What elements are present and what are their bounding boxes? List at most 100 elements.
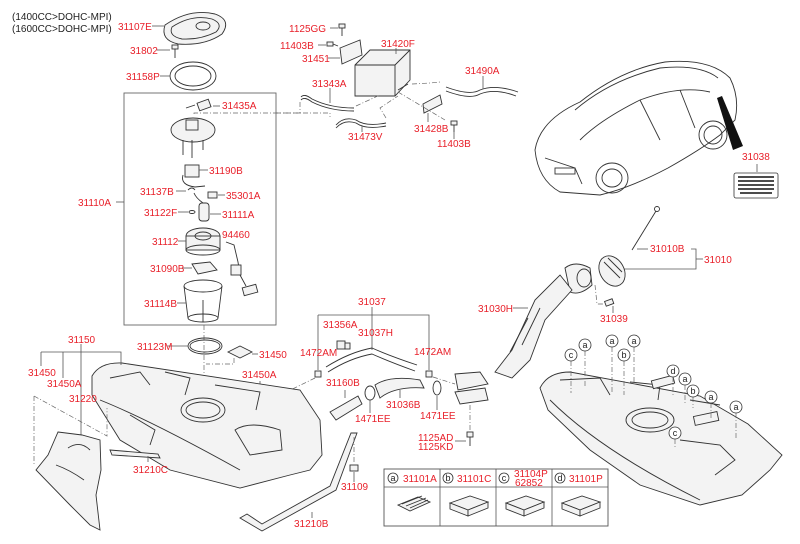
- label-31010B: 31010B: [650, 244, 685, 255]
- legend-part-31101P: 31101P: [569, 474, 603, 485]
- part-31160B-pipe: [329, 395, 363, 421]
- part-31450-cover-right: [226, 345, 254, 359]
- label-31490A: 31490A: [465, 66, 500, 77]
- part-31158P-plate: [169, 61, 217, 91]
- part-pump-flange: [170, 117, 216, 158]
- part-filler-neck-lower: [454, 371, 489, 405]
- callout-letter-c: c: [569, 350, 574, 360]
- part-31490A-hose: [445, 86, 519, 97]
- part-31435A-connector: [185, 98, 212, 112]
- part-1472AM-clamp-right: [425, 370, 433, 378]
- label-31450-left: 31450: [28, 368, 56, 379]
- label-1472AM-left: 1472AM: [300, 348, 337, 359]
- callout-circle-a: [729, 400, 743, 414]
- label-31450A-left: 31450A: [47, 379, 82, 390]
- part-35301A-regulator: [207, 191, 218, 199]
- label-11403B-top: 11403B: [280, 41, 314, 52]
- callout-letter-a: a: [609, 336, 614, 346]
- part-31473V-hose: [335, 118, 387, 129]
- label-31037: 31037: [358, 297, 386, 308]
- label-31036B: 31036B: [386, 400, 421, 411]
- callout-letter-a: a: [733, 402, 738, 412]
- label-31112: 31112: [152, 237, 179, 248]
- label-1125AD: 1125AD: [418, 433, 453, 444]
- fuel-door-pointer: [717, 96, 743, 150]
- part-31122F-oring: [188, 210, 196, 214]
- label-31210C: 31210C: [133, 465, 168, 476]
- pad-legend-table: a 31101A b 31101C c 31104P 62852 d 31101…: [383, 468, 609, 527]
- part-31220-heat-shield: [35, 431, 102, 531]
- part-31036B-hose: [374, 377, 425, 399]
- label-31137B: 31137B: [140, 187, 174, 198]
- label-31107E: 31107E: [118, 22, 152, 33]
- legend-cell-c: c 31104P 62852: [498, 469, 548, 517]
- label-31010: 31010: [704, 255, 732, 266]
- label-31210B: 31210B: [294, 519, 329, 530]
- label-31220: 31220: [69, 394, 97, 405]
- part-1125GG-bolt: [338, 23, 346, 36]
- part-31114B-reservoir: [183, 279, 223, 323]
- part-31037H-hose: [325, 347, 418, 373]
- label-31039: 31039: [600, 314, 628, 325]
- callout-circle-a: [704, 390, 718, 404]
- legend-part-62852: 62852: [515, 478, 543, 489]
- part-94460-level-sender: [225, 241, 259, 297]
- engine-note-1400cc: (1400CC>DOHC-MPI): [12, 12, 112, 23]
- callout-circle-a: [605, 334, 619, 348]
- callout-letter-c: c: [673, 428, 678, 438]
- legend-cell-a: a 31101A: [387, 472, 437, 512]
- part-31038-fuel-label: [733, 172, 779, 199]
- callout-letter-a: a: [708, 392, 713, 402]
- callout-circle-a: [627, 334, 641, 348]
- label-1125KD: 1125KD: [418, 442, 453, 453]
- callout-letter-a: a: [682, 374, 687, 384]
- part-11403B-bolt-bottom: [450, 120, 458, 132]
- part-31356A-clip: [336, 340, 351, 350]
- callout-circle-c: [564, 348, 578, 362]
- part-31010-fuel-cap: [598, 255, 626, 287]
- legend-key-c: c: [502, 473, 507, 483]
- part-fuel-tank-left: [91, 362, 323, 489]
- label-31420F: 31420F: [381, 39, 415, 50]
- callout-circle-b: [686, 384, 700, 398]
- part-11403B-bolt-top: [326, 41, 339, 47]
- part-31210B-strap: [239, 432, 358, 532]
- engine-note-1600cc: (1600CC>DOHC-MPI): [12, 24, 112, 35]
- label-31090B: 31090B: [150, 264, 185, 275]
- label-1471EE-right: 1471EE: [420, 411, 456, 422]
- callout-circle-a: [678, 372, 692, 386]
- legend-key-a: a: [390, 473, 395, 483]
- callout-circle-c: [668, 426, 682, 440]
- part-1125AD-bolt: [466, 431, 474, 446]
- label-1472AM-right: 1472AM: [414, 347, 451, 358]
- callout-letter-d: d: [670, 366, 675, 376]
- label-31451: 31451: [302, 54, 330, 65]
- label-31038: 31038: [742, 152, 770, 163]
- label-94460: 94460: [222, 230, 250, 241]
- legend-part-31104P: 31104P: [514, 469, 548, 480]
- part-31090B-strainer: [191, 261, 218, 275]
- label-1471EE-left: 1471EE: [355, 414, 391, 425]
- label-31122F: 31122F: [144, 208, 177, 219]
- part-31451-bracket: [339, 39, 363, 65]
- legend-cell-d: d 31101P: [554, 472, 603, 517]
- part-31107E-cover: [163, 11, 227, 45]
- label-31114B: 31114B: [144, 299, 177, 310]
- label-31111A: 31111A: [222, 210, 255, 221]
- legend-part-31101C: 31101C: [457, 474, 491, 485]
- label-31356A: 31356A: [323, 320, 358, 331]
- label-31150: 31150: [68, 335, 96, 346]
- label-31190B: 31190B: [209, 166, 243, 177]
- part-31010B-tether: [631, 206, 660, 251]
- part-31109-nut: [349, 464, 359, 472]
- part-31111A-filter: [198, 202, 210, 222]
- part-fuel-tank-right: [539, 371, 783, 506]
- label-31473V: 31473V: [348, 132, 383, 143]
- part-1471EE-clamp-right: [432, 380, 442, 396]
- label-31450-right: 31450: [259, 350, 287, 361]
- label-1125GG: 1125GG: [289, 24, 326, 35]
- callout-circle-b: [617, 348, 631, 362]
- part-1471EE-clamp-left: [364, 385, 376, 401]
